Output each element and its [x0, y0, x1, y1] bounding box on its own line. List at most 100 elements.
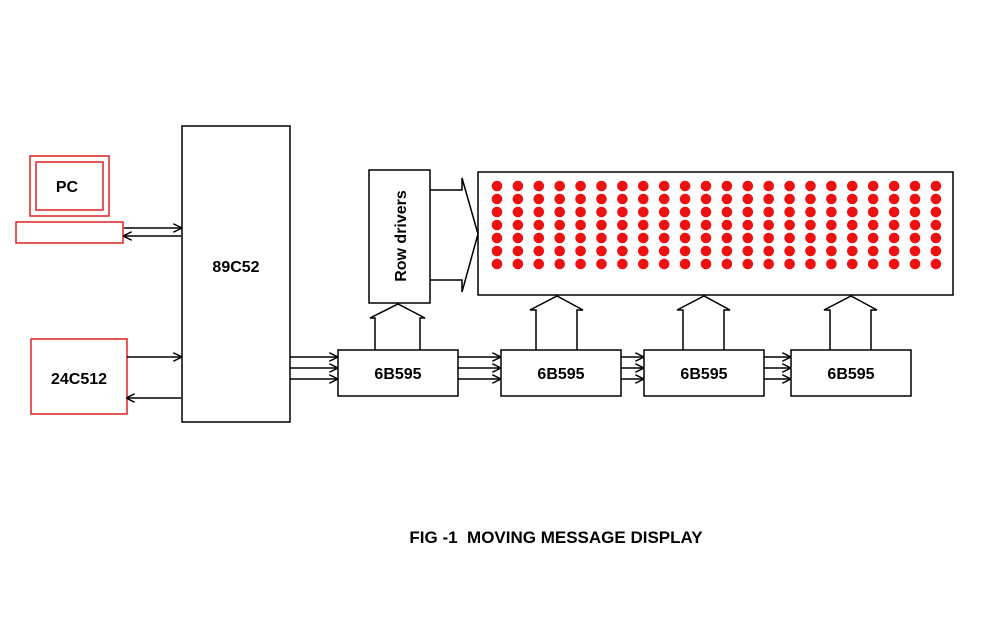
led-dot [930, 180, 942, 192]
cascade-bus-1-2 [458, 357, 500, 379]
led-dot [784, 206, 795, 218]
led-dot [826, 180, 837, 192]
led-dot [575, 206, 586, 218]
led-dot [554, 258, 565, 270]
led-dot [784, 245, 795, 257]
led-dot [700, 180, 712, 192]
led-dot [638, 206, 649, 218]
up-arrow-shift-register-2 [529, 295, 584, 350]
led-dot [763, 193, 774, 205]
led-dot [512, 180, 524, 192]
led-dot [596, 193, 607, 205]
led-dot [638, 193, 649, 205]
led-dot [826, 219, 837, 231]
cascade-bus-3-4 [764, 357, 790, 379]
led-dot [658, 180, 670, 192]
led-dot [491, 193, 503, 205]
led-dot [658, 193, 670, 205]
led-dot [721, 180, 733, 192]
led-dot [596, 180, 607, 192]
led-dot [867, 258, 879, 270]
shift-register-1: 6B595 [337, 349, 459, 397]
led-dot [721, 219, 733, 231]
eeprom-mcu-link [127, 357, 181, 398]
led-dot [679, 245, 691, 257]
led-dot [805, 219, 816, 231]
led-dot [784, 232, 795, 244]
led-dot [867, 206, 879, 218]
led-dot [491, 232, 503, 244]
led-dot [658, 232, 670, 244]
row-drivers-block: Row drivers [368, 169, 431, 304]
led-dot [763, 258, 774, 270]
led-dot [867, 193, 879, 205]
pc-label: PC [56, 179, 79, 196]
microcontroller-label: 89C52 [212, 259, 259, 276]
led-dot [909, 180, 921, 192]
led-dot [700, 245, 712, 257]
led-dot [742, 232, 754, 244]
led-dot [533, 206, 545, 218]
led-dot [533, 180, 545, 192]
led-dot [679, 232, 691, 244]
led-dot [596, 258, 607, 270]
led-dot [909, 258, 921, 270]
led-dot [679, 180, 691, 192]
led-dot [575, 180, 586, 192]
led-dot [867, 245, 879, 257]
led-dot [847, 219, 858, 231]
led-dot [554, 193, 565, 205]
shift-register-label: 6B595 [680, 366, 727, 383]
led-dot [888, 206, 900, 218]
led-dot [491, 258, 503, 270]
led-dot [617, 193, 628, 205]
led-dot [721, 193, 733, 205]
led-dot [679, 219, 691, 231]
led-dot [763, 180, 774, 192]
led-dot [575, 245, 586, 257]
led-dot [805, 206, 816, 218]
led-dot [784, 180, 795, 192]
led-dot [930, 219, 942, 231]
shift-register-3: 6B595 [643, 349, 765, 397]
led-dot [867, 219, 879, 231]
led-dot [909, 219, 921, 231]
led-dot [575, 258, 586, 270]
led-dot [763, 219, 774, 231]
led-dot [805, 232, 816, 244]
led-dot [533, 245, 545, 257]
led-dot [909, 232, 921, 244]
led-dot [888, 193, 900, 205]
led-dot [700, 219, 712, 231]
led-dot [763, 245, 774, 257]
led-dot [679, 206, 691, 218]
led-dot [721, 245, 733, 257]
led-dot [847, 180, 858, 192]
led-dot [742, 219, 754, 231]
led-dot [888, 219, 900, 231]
led-dot [491, 219, 503, 231]
up-arrow-shift-register-1 [369, 303, 426, 350]
led-dot [512, 245, 524, 257]
led-dot [930, 232, 942, 244]
led-dot [805, 258, 816, 270]
shift-register-label: 6B595 [374, 366, 421, 383]
led-dot [700, 193, 712, 205]
led-dot [826, 232, 837, 244]
shift-register-4: 6B595 [790, 349, 912, 397]
led-dot [888, 258, 900, 270]
led-dot [700, 232, 712, 244]
led-dot [930, 206, 942, 218]
led-dot [721, 206, 733, 218]
led-dot [617, 206, 628, 218]
pc-mcu-link [124, 228, 181, 236]
led-dot [638, 219, 649, 231]
up-arrow-shift-register-4 [823, 295, 878, 350]
led-dot [742, 206, 754, 218]
led-dot [658, 219, 670, 231]
led-dot [742, 245, 754, 257]
led-dot [826, 245, 837, 257]
led-dot [554, 245, 565, 257]
led-dot [596, 206, 607, 218]
